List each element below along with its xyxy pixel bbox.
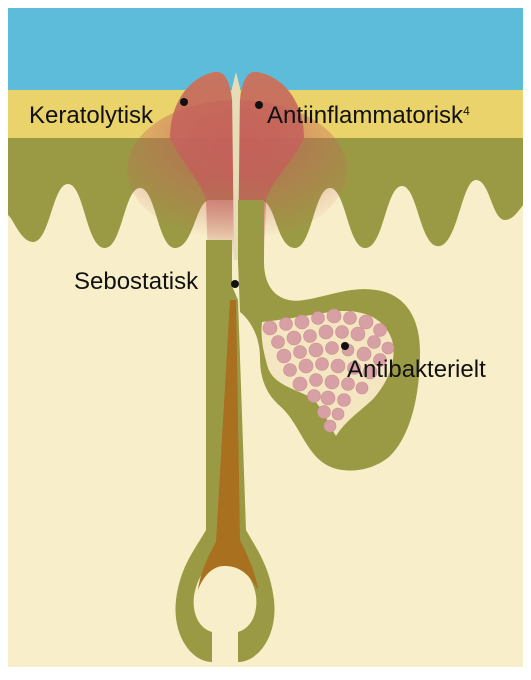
antiinflammatorisk-text: Antiinflammatorisk <box>267 102 463 129</box>
antiinflammatorisk-pointer-dot <box>255 101 263 109</box>
antiinflammatorisk-reference: 4 <box>463 104 470 118</box>
keratolytisk-pointer-dot <box>180 98 188 106</box>
label-sebostatisk: Sebostatisk <box>74 270 198 294</box>
label-antibakterielt: Antibakterielt <box>347 358 486 382</box>
label-antiinflammatorisk: Antiinflammatorisk4 <box>267 104 470 128</box>
antibakterielt-pointer-dot <box>341 342 349 350</box>
sebostatisk-pointer-dot <box>231 280 239 288</box>
label-keratolytisk: Keratolytisk <box>29 104 153 128</box>
